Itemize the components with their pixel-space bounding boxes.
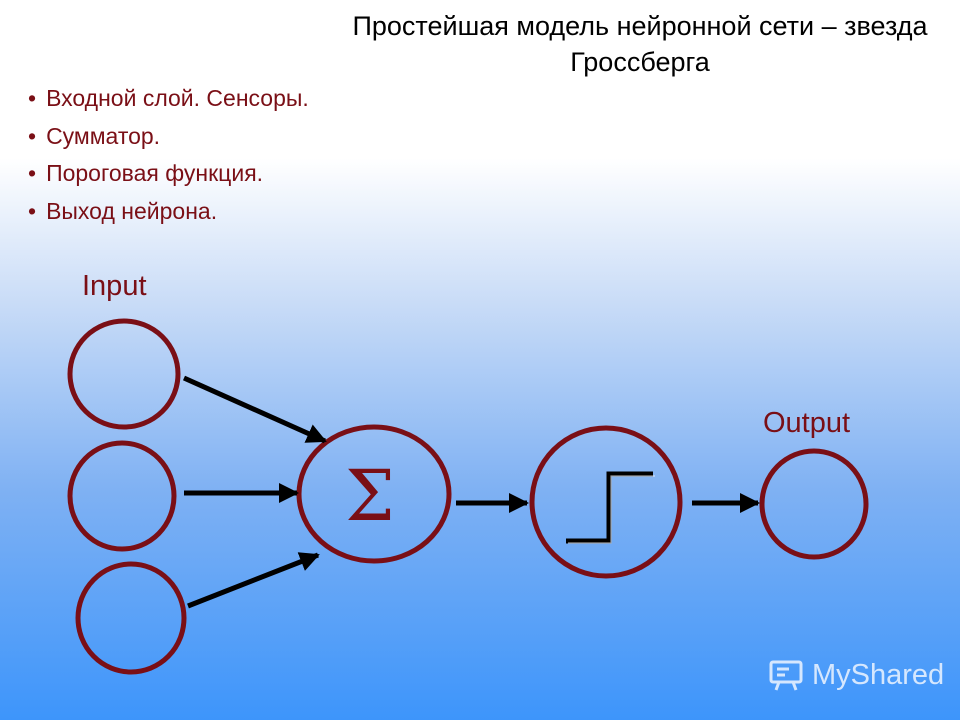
bullet-item-threshold: Пороговая функция.	[28, 155, 309, 193]
summator-symbol: Σ	[345, 455, 395, 537]
presentation-board-icon	[769, 660, 803, 691]
output-label: Output	[763, 407, 851, 439]
watermark: MyShared	[768, 654, 948, 696]
bullet-item-input-layer: Входной слой. Сенсоры.	[28, 80, 309, 118]
arrow-input1-to-summator	[182, 375, 327, 444]
step-function-icon	[566, 471, 655, 544]
summator-node	[296, 424, 452, 564]
slide-title: Простейшая модель нейронной сети – звезд…	[352, 11, 928, 77]
bullet-item-summator: Сумматор.	[28, 118, 309, 156]
input-node-1	[67, 318, 181, 430]
arrow-input3-to-summator	[187, 552, 320, 609]
output-node	[759, 448, 869, 560]
input-node-3	[75, 561, 187, 675]
input-node-2	[67, 440, 177, 552]
bullet-item-output: Выход нейрона.	[28, 193, 309, 231]
threshold-node	[529, 425, 683, 579]
watermark-text: MyShared	[812, 658, 945, 691]
input-label: Input	[82, 270, 147, 302]
bullet-list: Входной слой. Сенсоры. Сумматор. Порогов…	[28, 80, 309, 230]
